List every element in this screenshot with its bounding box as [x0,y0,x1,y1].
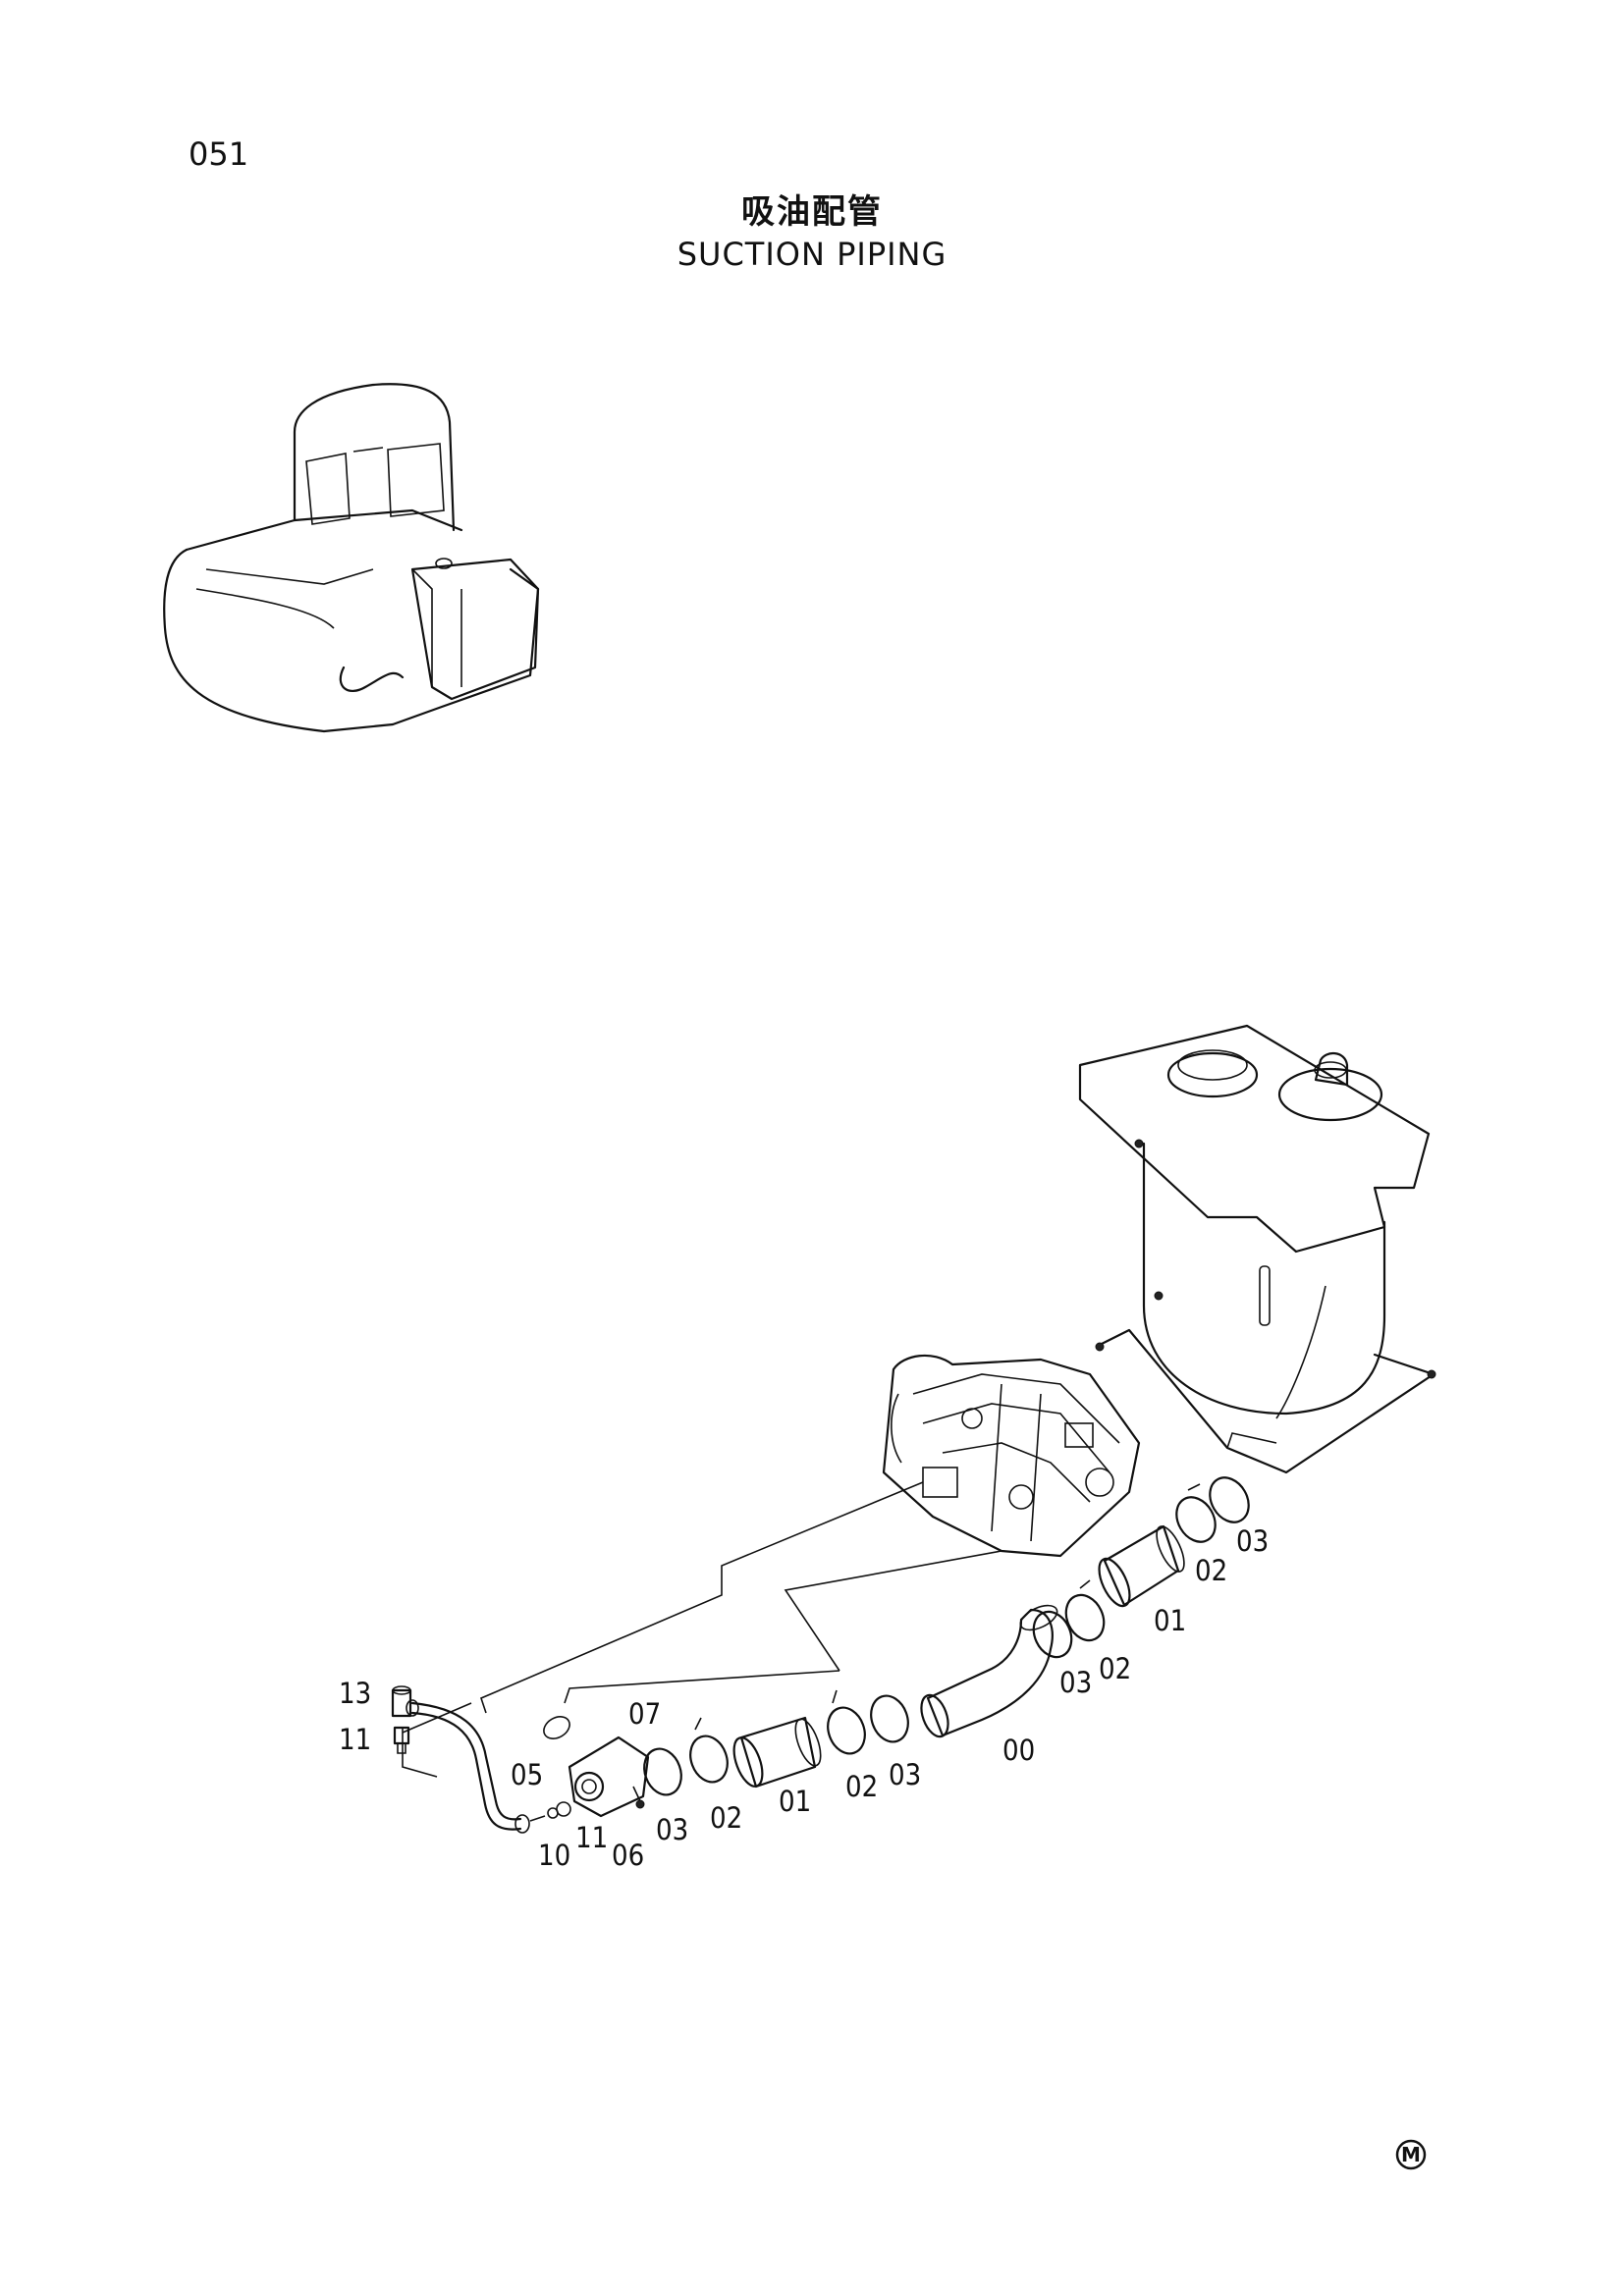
callout-10: 10 [538,1839,570,1872]
callout-13: 13 [339,1677,371,1710]
clamps-and-hoses [643,1476,1250,1796]
callout-11-upper: 11 [339,1723,371,1756]
callout-01-a: 01 [779,1785,811,1818]
hydraulic-tank [1078,1024,1436,1474]
leader-lines [402,1481,1002,1734]
callout-02-c: 02 [1099,1652,1131,1685]
flange-elbow-group [529,1716,650,1822]
callout-02-b: 02 [845,1770,878,1803]
mark-letter: M [1401,2143,1421,2166]
callout-03-d: 03 [1236,1524,1269,1558]
title-english: SUCTION PIPING [677,236,947,273]
callout-00: 00 [1002,1734,1035,1767]
callout-02-a: 02 [710,1801,742,1835]
callout-01-b: 01 [1154,1604,1186,1637]
part-callouts: 13 11 05 07 10 11 06 03 02 01 02 03 00 0… [339,1524,1269,1872]
callout-05: 05 [511,1758,543,1791]
hydraulic-pump-assembly [882,1354,1141,1558]
callout-06: 06 [612,1839,644,1872]
callout-02-d: 02 [1195,1554,1227,1587]
callout-03-b: 03 [889,1758,921,1791]
page-number: 051 [189,135,249,173]
callout-11-lower: 11 [575,1821,608,1854]
callout-03-c: 03 [1059,1666,1092,1699]
circled-m-mark: M [1395,2139,1427,2170]
title-japanese: 吸油配管 [741,192,883,232]
excavator-locator-illustration [163,383,540,733]
callout-03-a: 03 [656,1813,688,1846]
suction-pipe [391,1685,530,1834]
callout-07: 07 [628,1697,661,1731]
